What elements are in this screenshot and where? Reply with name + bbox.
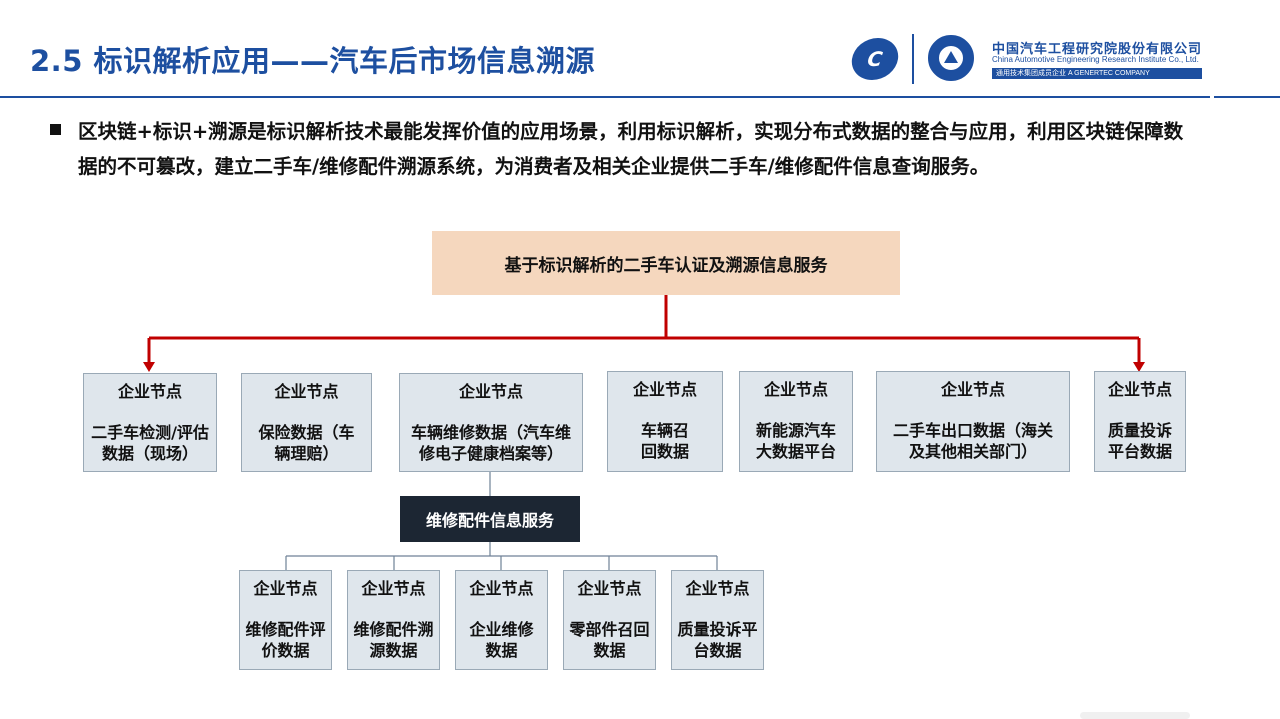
node-body: 车辆召回数据 (640, 421, 689, 461)
sub-enterprise-node: 企业节点 企业维修数据 (455, 570, 548, 670)
node-header: 企业节点 (274, 382, 339, 401)
enterprise-node: 企业节点 新能源汽车大数据平台 (739, 371, 853, 472)
node-body: 企业维修数据 (469, 620, 534, 660)
sub-enterprise-node: 企业节点 质量投诉平台数据 (671, 570, 764, 670)
arrow-right-icon (1133, 362, 1145, 372)
node-body: 质量投诉平台数据 (1107, 421, 1172, 461)
header-rule-end (1214, 96, 1280, 98)
node-header: 企业节点 (253, 579, 318, 598)
node-body: 零部件召回数据 (569, 620, 650, 660)
top-service-box: 基于标识解析的二手车认证及溯源信息服务 (432, 231, 900, 295)
page-title: 2.5 标识解析应用——汽车后市场信息溯源 (30, 44, 595, 78)
enterprise-node: 企业节点 二手车出口数据（海关及其他相关部门） (876, 371, 1070, 472)
sub-enterprise-node: 企业节点 零部件召回数据 (563, 570, 656, 670)
enterprise-node: 企业节点 车辆召回数据 (607, 371, 723, 472)
header-rule (0, 96, 1210, 98)
node-header: 企业节点 (685, 579, 750, 598)
arrow-left-icon (143, 362, 155, 372)
node-header: 企业节点 (577, 579, 642, 598)
node-body: 质量投诉平台数据 (677, 620, 758, 660)
node-header: 企业节点 (632, 380, 697, 399)
bullet-square-icon (50, 124, 61, 135)
node-header: 企业节点 (458, 382, 523, 401)
sub-service-box: 维修配件信息服务 (400, 496, 580, 542)
enterprise-node: 企业节点 车辆维修数据（汽车维修电子健康档案等） (399, 373, 583, 472)
enterprise-node: 企业节点 二手车检测/评估数据（现场） (83, 373, 217, 472)
node-header: 企业节点 (117, 382, 182, 401)
company-name-cn: 中国汽车工程研究院股份有限公司 (992, 42, 1203, 57)
node-header: 企业节点 (361, 579, 426, 598)
node-body: 维修配件溯源数据 (353, 620, 434, 660)
node-body: 二手车出口数据（海关及其他相关部门） (892, 421, 1053, 461)
company-name-en: China Automotive Engineering Research In… (992, 55, 1199, 64)
node-header: 企业节点 (469, 579, 534, 598)
seal-logo-icon (928, 35, 974, 81)
node-body: 新能源汽车大数据平台 (755, 421, 836, 461)
sub-enterprise-node: 企业节点 维修配件评价数据 (239, 570, 332, 670)
node-header: 企业节点 (763, 380, 828, 399)
node-header: 企业节点 (940, 380, 1005, 399)
sub-enterprise-node: 企业节点 维修配件溯源数据 (347, 570, 440, 670)
bullet-paragraph: 区块链+标识+溯源是标识解析技术最能发挥价值的应用场景，利用标识解析，实现分布式… (78, 120, 1184, 178)
node-body: 二手车检测/评估数据（现场） (91, 423, 209, 463)
node-body: 车辆维修数据（汽车维修电子健康档案等） (410, 423, 571, 463)
slide-footer-shadow (1080, 712, 1190, 719)
enterprise-node: 企业节点 保险数据（车辆理赔） (241, 373, 372, 472)
node-body: 维修配件评价数据 (245, 620, 326, 660)
company-tagline: 通用技术集团成员企业 A GENERTEC COMPANY (992, 68, 1202, 79)
node-body: 保险数据（车辆理赔） (258, 423, 355, 463)
company-logo: C 中国汽车工程研究院股份有限公司 China Automotive Engin… (849, 30, 1210, 90)
enterprise-node: 企业节点 质量投诉平台数据 (1094, 371, 1186, 472)
node-header: 企业节点 (1107, 380, 1172, 399)
logo-divider (912, 34, 914, 84)
